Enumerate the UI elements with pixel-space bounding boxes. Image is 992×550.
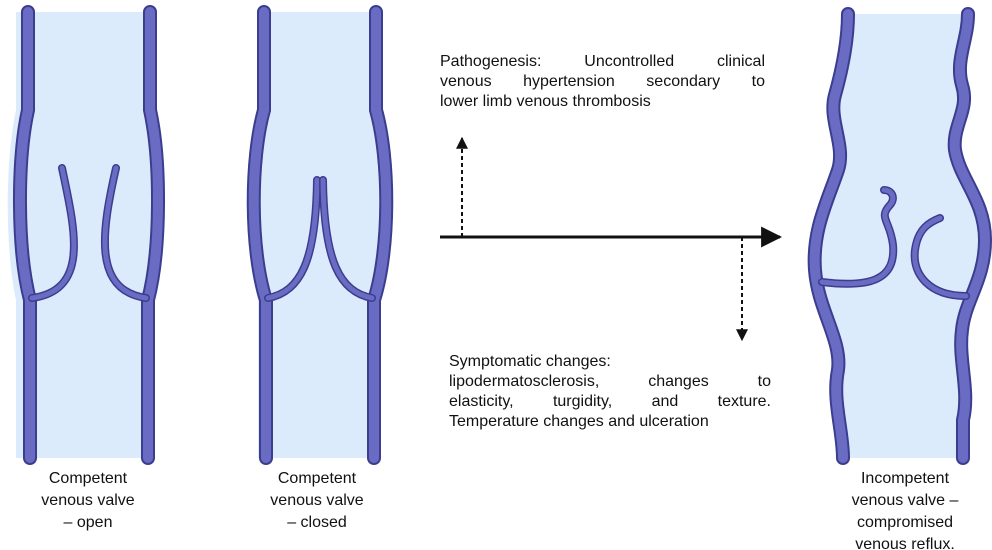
pathogenesis-line: Pathogenesis: Uncontrolled clinical	[440, 52, 765, 72]
caption-open-line: – open	[13, 512, 163, 534]
pathogenesis-line: venous hypertension secondary to	[440, 72, 765, 92]
vein-incompetent	[815, 14, 985, 458]
symptoms-line: Temperature changes and ulceration	[449, 412, 771, 432]
caption-incompetent-line: venous reflux.	[822, 534, 988, 550]
caption-closed-line: Competent	[242, 468, 392, 490]
symptoms-line: lipodermatosclerosis, changes to	[449, 372, 771, 392]
symptoms-line: elasticity, turgidity, and texture.	[449, 392, 771, 412]
symptoms-text: Symptomatic changes: lipodermatosclerosi…	[449, 352, 771, 432]
caption-incompetent-line: Incompetent	[822, 468, 988, 490]
caption-closed-line: – closed	[242, 512, 392, 534]
timeline	[440, 138, 780, 340]
caption-incompetent: Incompetent venous valve – compromised v…	[822, 468, 988, 550]
vein-closed	[248, 12, 387, 458]
vein-open	[8, 12, 158, 458]
caption-incompetent-line: compromised	[822, 512, 988, 534]
pathogenesis-text: Pathogenesis: Uncontrolled clinical veno…	[440, 52, 765, 112]
caption-open: Competent venous valve – open	[13, 468, 163, 534]
caption-incompetent-line: venous valve –	[822, 490, 988, 512]
caption-open-line: venous valve	[13, 490, 163, 512]
caption-open-line: Competent	[13, 468, 163, 490]
caption-closed: Competent venous valve – closed	[242, 468, 392, 534]
symptoms-line: Symptomatic changes:	[449, 352, 771, 372]
pathogenesis-line: lower limb venous thrombosis	[440, 92, 765, 112]
caption-closed-line: venous valve	[242, 490, 392, 512]
